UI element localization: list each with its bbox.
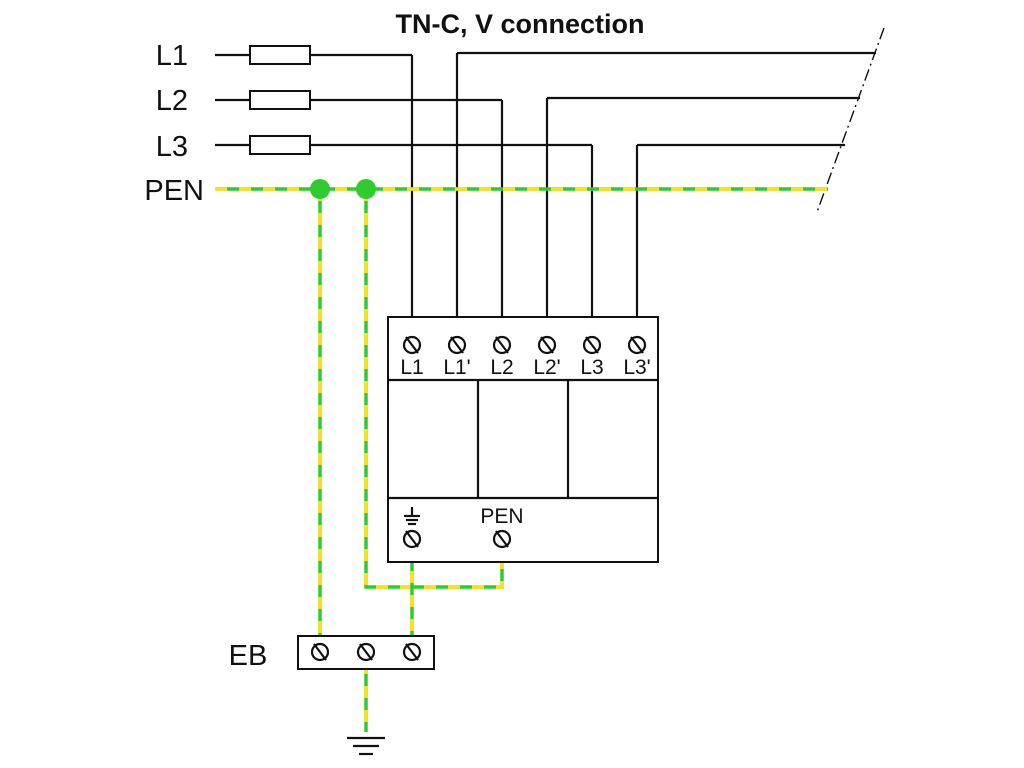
eb-terminal xyxy=(310,642,330,662)
terminal-label: L2 xyxy=(490,356,513,379)
terminal-pen xyxy=(492,529,512,549)
conductor-l2 xyxy=(215,96,860,330)
terminal-l1-prime xyxy=(447,335,467,355)
terminal-label: L3' xyxy=(623,356,650,379)
eb-terminal xyxy=(402,642,422,662)
terminal-label: L1' xyxy=(443,356,470,379)
junction-dot xyxy=(310,179,330,199)
diagram-title: TN-C, V connection xyxy=(396,9,645,39)
terminal-l2-prime xyxy=(537,335,557,355)
label-l1: L1 xyxy=(156,40,188,72)
terminal-label: L3 xyxy=(580,356,603,379)
terminal-earth xyxy=(402,529,422,549)
conductor-l3 xyxy=(215,143,845,330)
pen-terminal-label: PEN xyxy=(480,505,523,528)
terminal-l3-prime xyxy=(627,335,647,355)
eb-terminal xyxy=(356,642,376,662)
earth-icon xyxy=(404,507,420,526)
terminal-l3 xyxy=(582,335,602,355)
terminal-l2 xyxy=(492,335,512,355)
spd-device xyxy=(387,316,659,563)
label-pen: PEN xyxy=(144,175,204,207)
label-l2: L2 xyxy=(156,85,188,117)
ground-icon xyxy=(347,736,385,756)
terminal-label: L2' xyxy=(533,356,560,379)
terminal-l1 xyxy=(402,335,422,355)
fuse-l2 xyxy=(249,90,311,110)
eb-label: EB xyxy=(229,640,268,672)
terminal-label: L1 xyxy=(400,356,423,379)
fuse-l1 xyxy=(249,45,311,65)
break-line xyxy=(816,27,885,213)
label-l3: L3 xyxy=(156,131,188,163)
fuse-l3 xyxy=(249,135,311,155)
junction-dot xyxy=(356,179,376,199)
